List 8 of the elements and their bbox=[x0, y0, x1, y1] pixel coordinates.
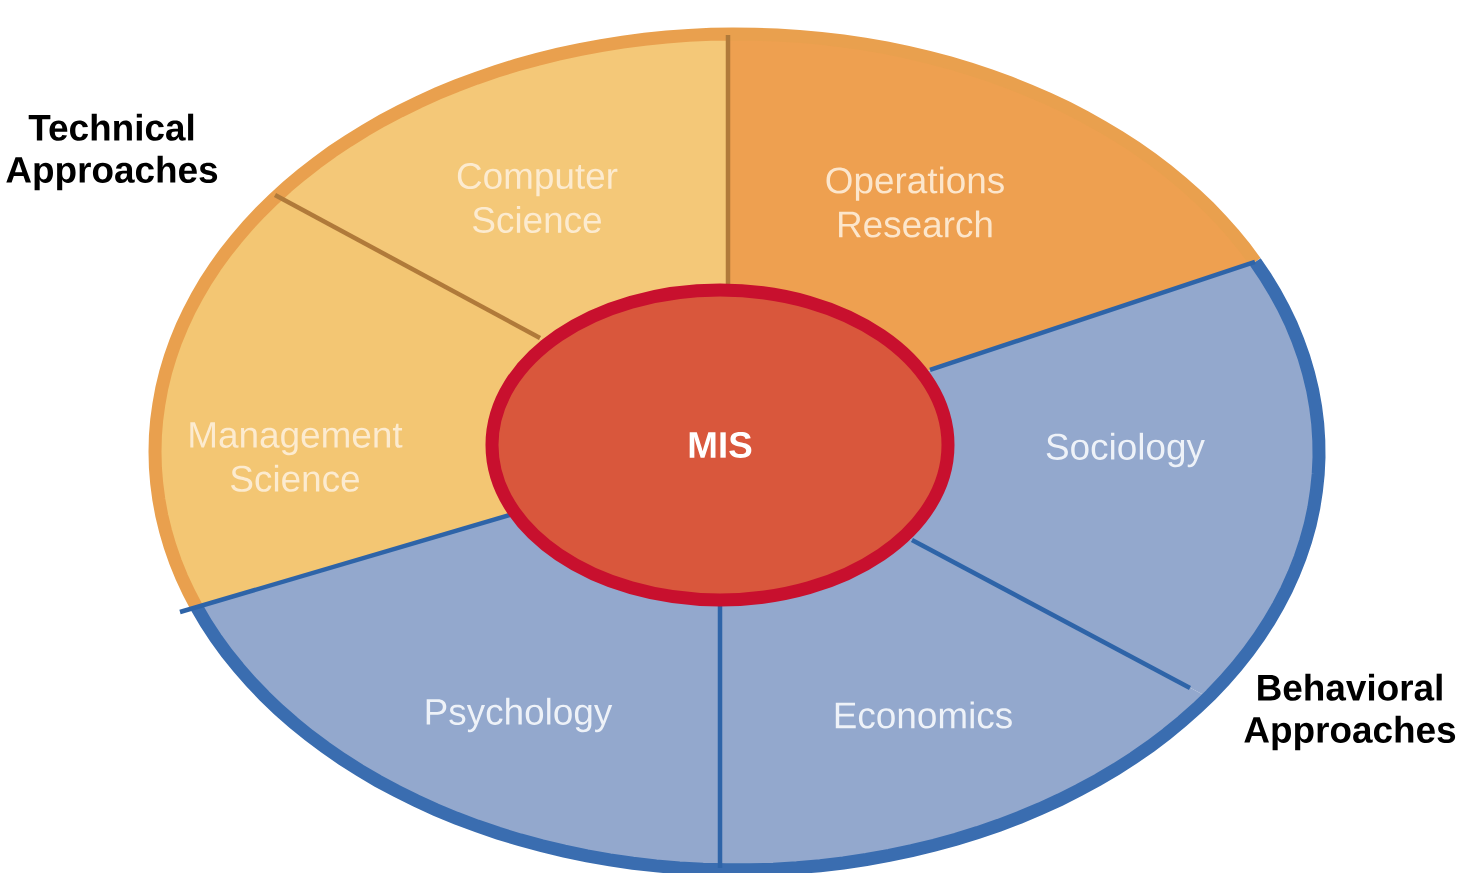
sector: Computer Science bbox=[276, 34, 729, 343]
sector: Operations Research bbox=[728, 34, 1256, 373]
node-label: Economics bbox=[835, 701, 1012, 729]
node-label: Sociology bbox=[1046, 432, 1205, 468]
node-label: Management Science bbox=[190, 422, 403, 492]
group-label: Technical Approaches bbox=[6, 113, 218, 191]
sector: Psychology bbox=[196, 513, 720, 870]
sector: Economics bbox=[719, 536, 1209, 870]
